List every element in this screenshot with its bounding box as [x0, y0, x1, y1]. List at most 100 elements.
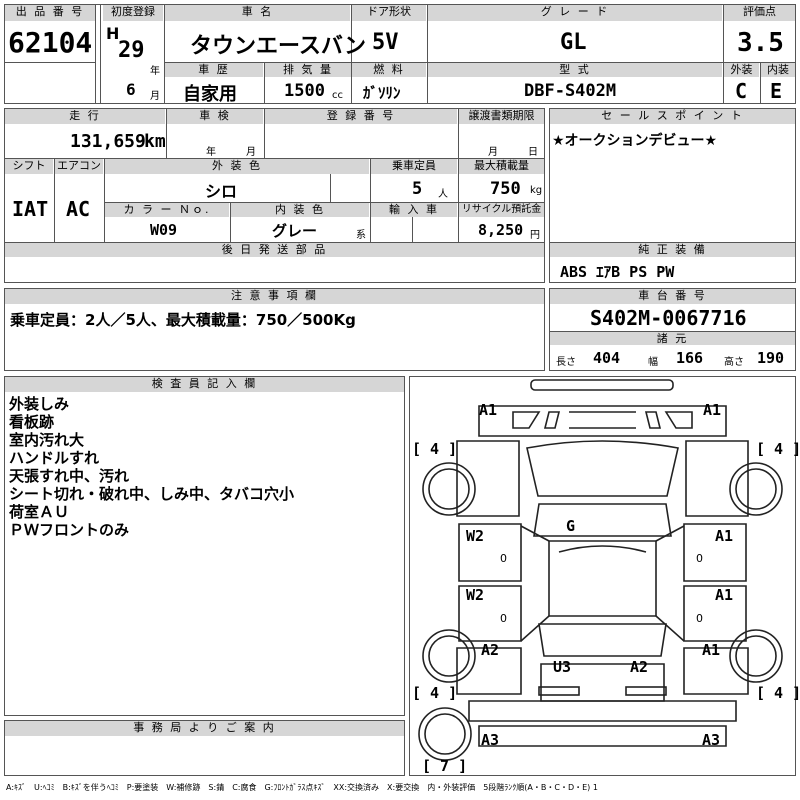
- chassis-box: [549, 288, 796, 371]
- inspector-line: 荷室ＡＵ: [9, 503, 70, 521]
- office-box: [4, 720, 405, 776]
- displacement: 1500: [284, 81, 325, 101]
- spec-height: 190: [757, 349, 785, 367]
- inspection-year-unit: 年: [206, 147, 216, 158]
- lot-number: 62104: [8, 26, 93, 59]
- capacity: 5: [412, 179, 423, 199]
- inspector-line: 天張すれ中、汚れ: [9, 467, 130, 485]
- spec-width: 166: [676, 349, 704, 367]
- inspector-box: [4, 376, 405, 716]
- transfer-day-unit: 日: [528, 147, 538, 158]
- tire-rr: [ 4 ]: [756, 684, 800, 702]
- displacement-label: 排 気 量: [265, 63, 351, 77]
- mileage-label: 走 行: [5, 109, 165, 124]
- displacement-unit: cc: [332, 90, 343, 101]
- color-no-label: カ ラ ー Ｎｏ.: [105, 203, 229, 217]
- equipment: ABS ｴｱB PS PW: [560, 263, 675, 281]
- spec-height-label: 高さ: [724, 357, 744, 368]
- top-info-table: [4, 4, 796, 104]
- max-load: 750: [490, 179, 521, 199]
- registration-label: 登 録 番 号: [265, 109, 457, 124]
- exterior-score-label: 外装: [724, 63, 759, 77]
- exterior-color-label: 外 装 色: [105, 159, 369, 174]
- notes-box: [4, 288, 545, 371]
- transfer-month-unit: 月: [488, 147, 498, 158]
- mark-zero: 0: [500, 552, 507, 565]
- spec-length: 404: [593, 349, 621, 367]
- lot-label: 出 品 番 号: [5, 5, 95, 21]
- aircon: AC: [66, 197, 91, 221]
- mark-front-left: A1: [479, 401, 498, 419]
- recycle-label: リサイクル預託金: [459, 203, 544, 217]
- mark-door-rr: A1: [715, 586, 734, 604]
- mark-rear-left: A2: [481, 641, 500, 659]
- mark-tail: A2: [630, 658, 649, 676]
- mark-rear-right: A1: [702, 641, 721, 659]
- mileage: 131,659: [70, 131, 146, 152]
- later-parts-label: 後 日 発 送 部 品: [5, 243, 544, 257]
- transfer-deadline-label: 譲渡書類期限: [459, 109, 544, 124]
- inspector-line: ＰＷフロントのみ: [9, 521, 130, 539]
- tire-fr: [ 4 ]: [756, 440, 800, 458]
- first-reg-year: 29: [118, 38, 145, 63]
- score-label: 評価点: [724, 5, 795, 21]
- interior-color-unit: 系: [356, 230, 366, 241]
- color-no: W09: [150, 221, 178, 239]
- first-reg-month: 6: [126, 80, 136, 99]
- specs-label: 諸 元: [550, 331, 795, 345]
- model-code-label: 型 式: [428, 63, 722, 77]
- inspector-label: 検 査 員 記 入 欄: [5, 377, 404, 392]
- first-reg-label: 初度登録: [103, 5, 163, 21]
- equipment-label: 純 正 装 備: [550, 242, 795, 257]
- door-type: 5V: [372, 30, 399, 55]
- capacity-unit: 人: [438, 189, 448, 200]
- mark-door-fl: W2: [466, 527, 485, 545]
- inspection-label: 車 検: [167, 109, 263, 124]
- inspector-line: 外装しみ: [9, 395, 70, 413]
- max-load-unit: kg: [530, 185, 543, 196]
- door-label: ドア形状: [352, 5, 426, 21]
- model-code: DBF-S402M: [524, 81, 617, 101]
- interior-color: グレー: [272, 222, 318, 240]
- mark-door-rl: W2: [466, 586, 485, 604]
- model-name: タウンエースバン: [190, 34, 367, 59]
- spec-length-label: 長さ: [556, 357, 576, 368]
- mark-bumper-right: A3: [702, 731, 721, 749]
- inspector-line: 室内汚れ大: [9, 431, 85, 449]
- inspection-month-unit: 月: [246, 147, 256, 158]
- mark-floor: U3: [553, 658, 572, 676]
- history-label: 車 歴: [165, 63, 263, 77]
- legend: A:ｷｽﾞ U:ﾍｺﾐ B:ｷｽﾞを伴うﾍｺﾐ P:要塗装 W:補修跡 S:錆 …: [6, 783, 598, 792]
- sales-point: ★オークションデビュー★: [552, 133, 718, 149]
- mark-front-right: A1: [703, 401, 722, 419]
- mark-door-fr: A1: [715, 527, 734, 545]
- office-label: 事 務 局 よ り ご 案 内: [5, 721, 404, 736]
- interior-score: E: [770, 79, 783, 103]
- tire-spare: [ 7 ]: [422, 757, 468, 775]
- recycle-unit: 円: [530, 230, 540, 241]
- shift-label: シフト: [5, 159, 53, 174]
- notes-label: 注 意 事 項 欄: [5, 289, 544, 304]
- car-outline: [418, 379, 783, 761]
- grade-label: グ レ ー ド: [428, 5, 722, 21]
- mileage-unit: km: [144, 131, 166, 152]
- spec-width-label: 幅: [648, 357, 658, 368]
- grade: GL: [560, 30, 587, 55]
- capacity-label: 乗車定員: [371, 159, 457, 174]
- notes: 乗車定員：2人／5人、最大積載量：750／500Kg: [10, 311, 356, 329]
- mark-zero: 0: [500, 612, 507, 625]
- fuel-label: 燃 料: [352, 63, 426, 77]
- chassis-number: S402M-0067716: [590, 306, 747, 330]
- max-load-label: 最大積載量: [459, 159, 544, 174]
- exterior-color: シロ: [205, 182, 238, 201]
- mark-zero: 0: [696, 612, 703, 625]
- mark-roof: G: [566, 517, 576, 535]
- import-label: 輸 入 車: [371, 203, 457, 217]
- vehicle-detail-table: [4, 108, 545, 283]
- interior-score-label: 内装: [761, 63, 795, 77]
- inspector-line: シート切れ・破れ中、しみ中、タバコ穴小: [9, 485, 295, 503]
- damage-diagram: [409, 376, 796, 776]
- first-reg-year-unit: 年: [150, 66, 160, 77]
- sales-point-box: [549, 108, 796, 283]
- mark-zero: 0: [696, 552, 703, 565]
